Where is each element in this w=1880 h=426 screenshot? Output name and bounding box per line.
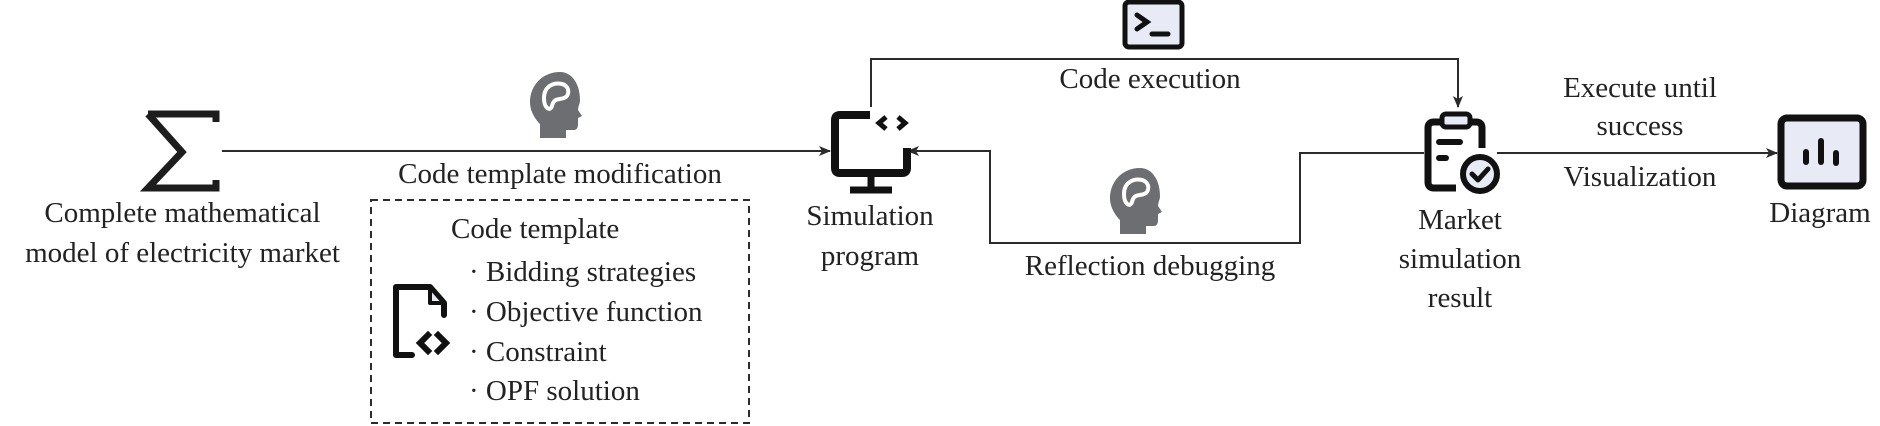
math-model-label-2: model of electricity market [25, 237, 340, 269]
reflection-debugging-label: Reflection debugging [1024, 250, 1276, 282]
brain-head-icon [1110, 168, 1162, 234]
sigma-icon [139, 110, 220, 192]
brain-head-icon [530, 72, 582, 138]
math-model-label-1: Complete mathematical [44, 197, 321, 229]
code-template-modification-label: Code template modification [398, 158, 722, 190]
edge-reflection-debugging [907, 146, 1424, 244]
file-code-icon [393, 284, 451, 358]
code-template-item: · Constraint [469, 336, 607, 368]
diagram-label: Diagram [1769, 197, 1871, 229]
execute-until-label: Execute until [1563, 72, 1717, 104]
code-template-item: · OPF solution [469, 375, 640, 407]
simulation-program-label-2: program [820, 240, 920, 272]
terminal-icon [1122, 0, 1185, 50]
code-template-item: · Bidding strategies [469, 256, 697, 288]
market-result-label-1: Market [1418, 204, 1502, 236]
monitor-code-icon [831, 111, 911, 194]
visualization-label: Visualization [1563, 161, 1717, 193]
success-label: success [1596, 110, 1684, 142]
edge-code-execution [870, 58, 1463, 108]
bar-chart-icon [1777, 114, 1867, 190]
code-execution-label: Code execution [1059, 63, 1241, 95]
code-template-item: · Objective function [469, 296, 703, 328]
clipboard-check-icon [1424, 111, 1500, 194]
market-result-label-3: result [1427, 282, 1493, 314]
code-template-title: Code template [451, 213, 620, 245]
market-result-label-2: simulation [1398, 243, 1522, 275]
simulation-program-label-1: Simulation [806, 200, 934, 232]
